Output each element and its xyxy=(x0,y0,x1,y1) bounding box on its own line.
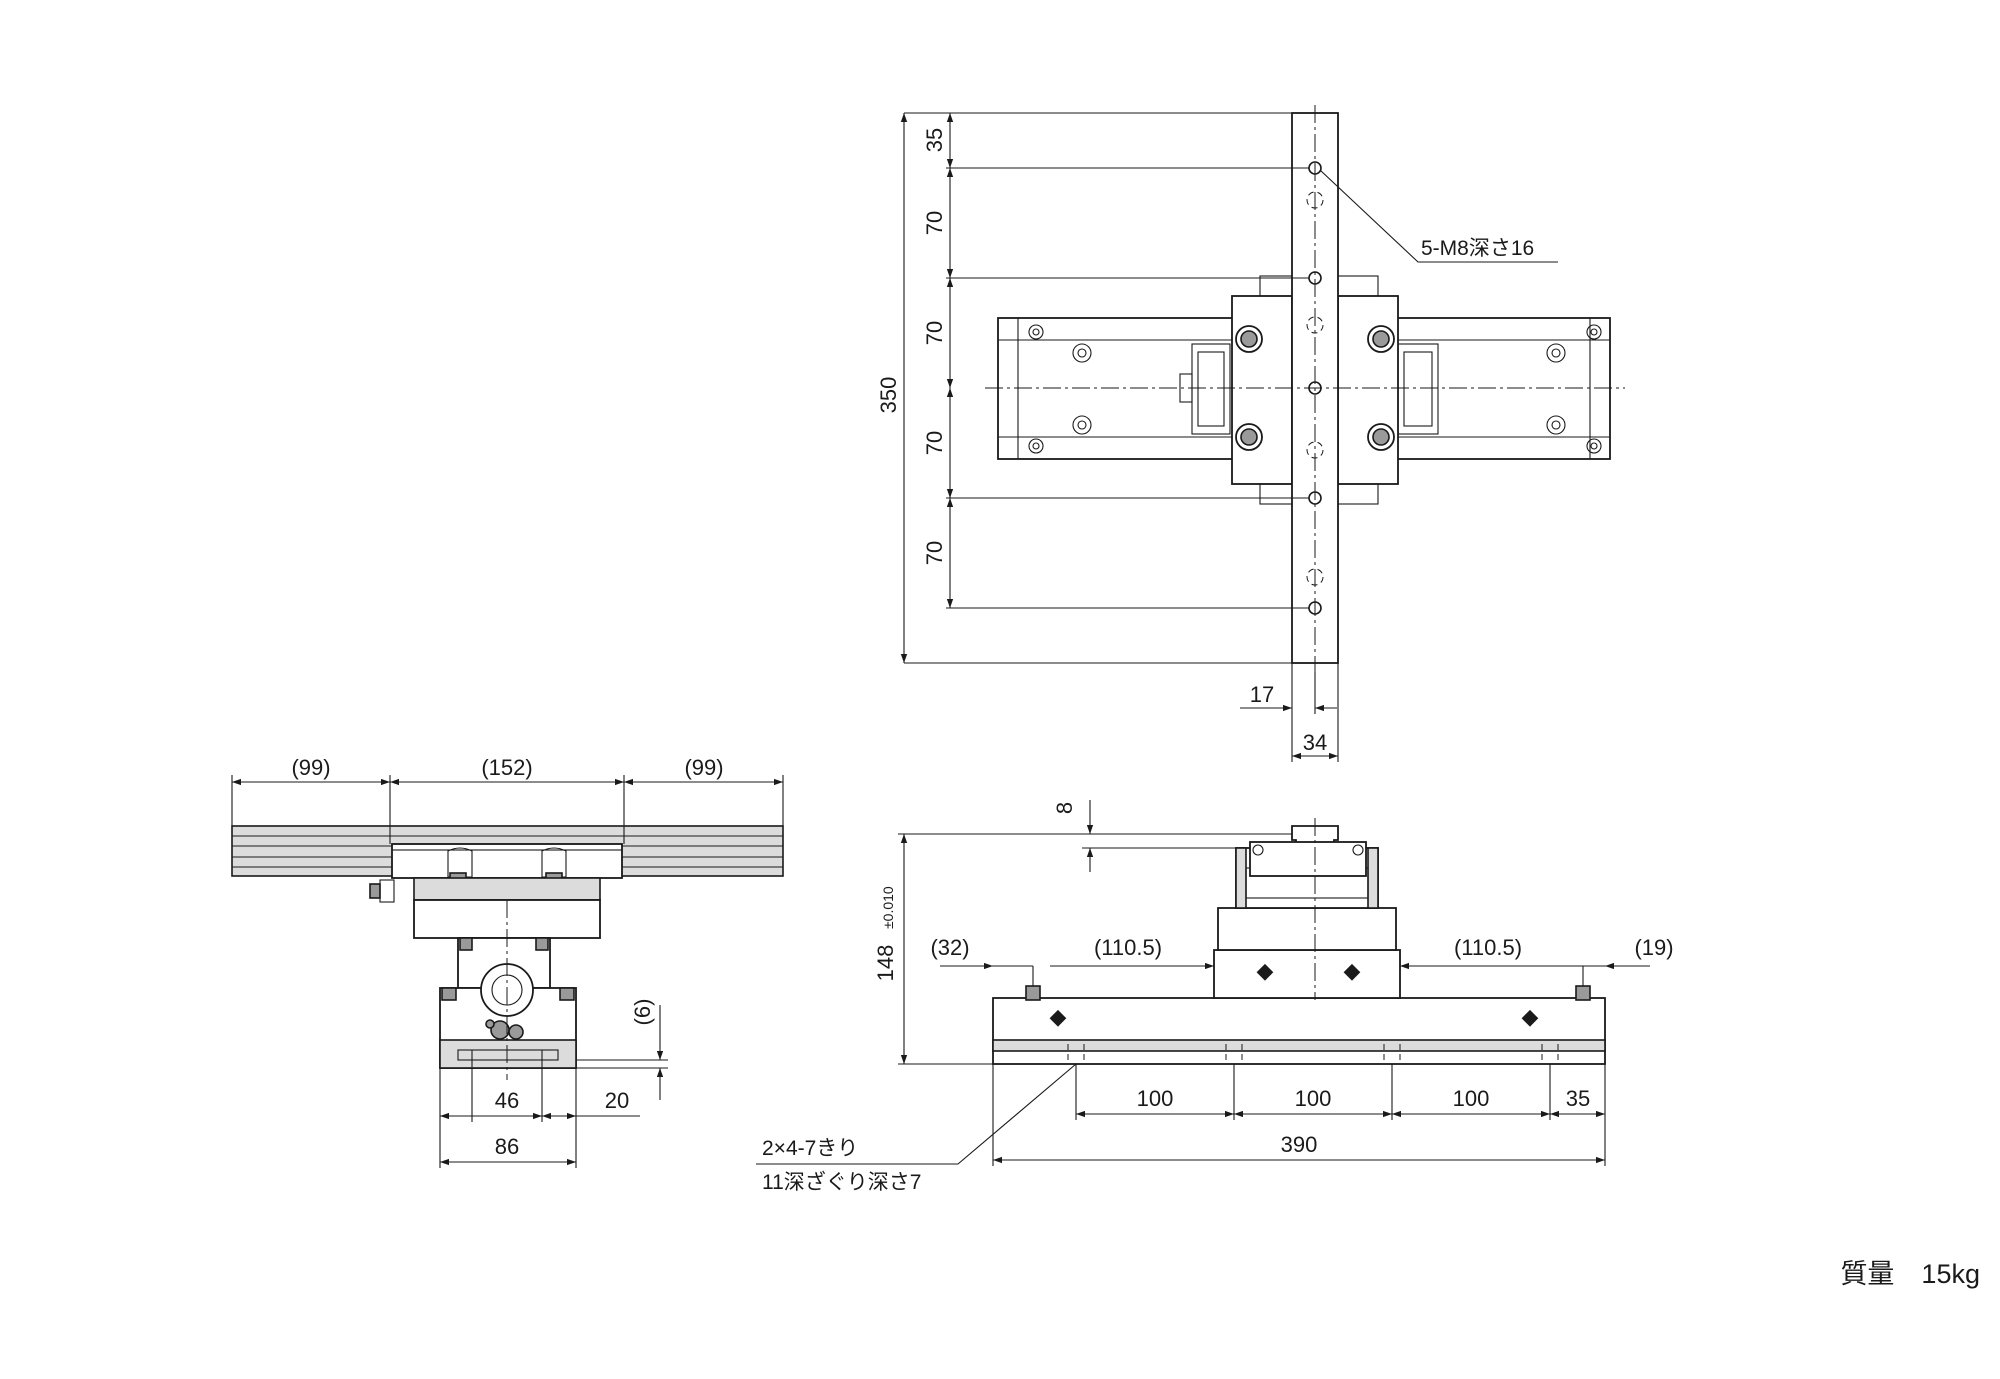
dim-86: 86 xyxy=(495,1134,519,1159)
mass-label: 質量 15kg xyxy=(1840,1259,1980,1289)
dim-height-tol: ±0.010 xyxy=(880,886,896,929)
dim-left-32: (32) xyxy=(930,935,969,960)
dim-right-19: (19) xyxy=(1634,935,1673,960)
front-base-rail xyxy=(992,997,1606,1065)
front-slide-block xyxy=(1213,949,1401,999)
right-carriage xyxy=(1337,295,1399,485)
left-carriage xyxy=(1231,295,1293,485)
svg-text:◆: ◆ xyxy=(1257,958,1274,983)
svg-text:◆: ◆ xyxy=(1522,1004,1539,1029)
dim-left-110: (110.5) xyxy=(1094,935,1162,960)
dim-total-390: 390 xyxy=(1281,1132,1318,1157)
svg-text:◆: ◆ xyxy=(1050,1004,1067,1029)
dim-right-110: (110.5) xyxy=(1454,935,1522,960)
dim-34: 34 xyxy=(1303,730,1327,755)
dim-height-148: 148 xyxy=(873,945,898,982)
svg-text:◆: ◆ xyxy=(1344,958,1361,983)
dim-35: 35 xyxy=(922,128,947,152)
dim-70-b: 70 xyxy=(922,321,947,345)
dim-pitch-100-b: 100 xyxy=(1295,1086,1332,1111)
side-carriage xyxy=(391,843,623,879)
dim-70-c: 70 xyxy=(922,431,947,455)
dim-left-ext: (99) xyxy=(291,755,330,780)
front-view: ◆ ◆ ◆ ◆ xyxy=(756,800,1674,1194)
hole-note-top: 5-M8深さ16 xyxy=(1421,237,1534,260)
dim-70-d: 70 xyxy=(922,541,947,565)
dim-top-8: 8 xyxy=(1052,802,1077,814)
dim-70-a: 70 xyxy=(922,211,947,235)
dim-gap-6: (6) xyxy=(630,999,655,1026)
dim-17: 17 xyxy=(1250,682,1274,707)
dim-pitch-100-a: 100 xyxy=(1137,1086,1174,1111)
dim-end-35: 35 xyxy=(1566,1086,1590,1111)
hole-note-line1: 2×4-7きり xyxy=(762,1137,858,1160)
dim-center-len: (152) xyxy=(481,755,532,780)
dim-20: 20 xyxy=(605,1088,629,1113)
top-view: 350 35 70 70 70 70 17 34 5-M8深さ16 xyxy=(876,105,1625,762)
dim-right-ext: (99) xyxy=(684,755,723,780)
dim-pitch-100-c: 100 xyxy=(1453,1086,1490,1111)
dim-46: 46 xyxy=(495,1088,519,1113)
side-view: (99) (152) (99) (6) 46 20 86 xyxy=(231,755,784,1168)
dim-350: 350 xyxy=(876,377,901,414)
hole-note-line2: 11深ざぐり深さ7 xyxy=(762,1170,921,1194)
